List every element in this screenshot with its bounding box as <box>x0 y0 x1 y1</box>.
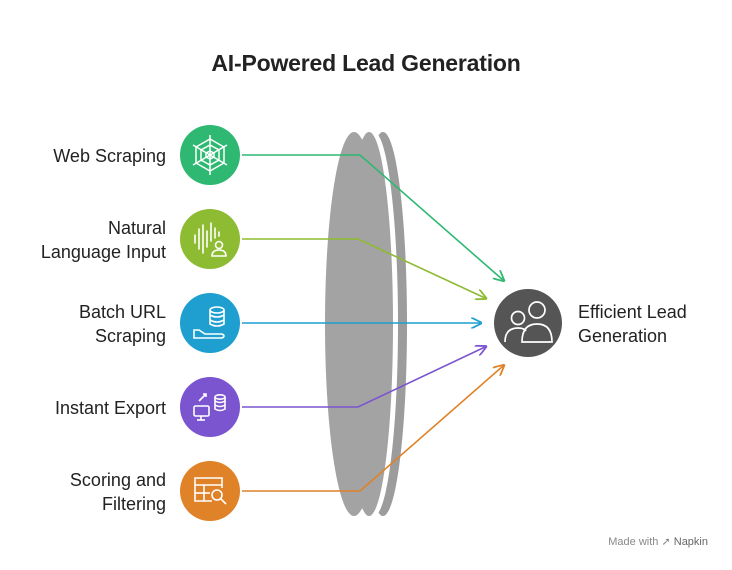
label-line: Language Input <box>40 242 166 262</box>
label-line: Scoring and <box>69 470 166 490</box>
input-node-natural-language <box>180 209 240 269</box>
input-node-instant-export <box>180 377 240 437</box>
input-label-scoring: Scoring and Filtering <box>70 468 166 516</box>
label-line: Instant Export <box>54 398 166 418</box>
connector-web-scraping <box>242 154 503 280</box>
label-line: Generation <box>578 326 668 346</box>
label-line: Filtering <box>101 494 166 514</box>
output-label: Efficient Lead Generation <box>578 300 687 348</box>
database-hand-icon <box>193 306 225 339</box>
input-node-scoring <box>180 461 240 521</box>
footer-brand: Napkin <box>673 536 708 548</box>
team-users-icon <box>504 301 553 343</box>
footer-prefix: Made with <box>608 536 659 548</box>
output-node <box>494 289 562 357</box>
label-line: Web Scraping <box>53 146 166 166</box>
spider-web-icon <box>192 135 228 175</box>
connector-natural-language <box>242 238 485 298</box>
node-circle <box>180 461 240 521</box>
table-search-icon <box>194 477 227 505</box>
voice-user-icon <box>194 222 227 257</box>
node-circle <box>180 209 240 269</box>
node-circle <box>494 289 562 357</box>
input-label-instant-export: Instant Export <box>55 396 166 420</box>
export-computer-icon <box>193 393 226 421</box>
label-line: Scraping <box>94 326 166 346</box>
node-circle <box>180 377 240 437</box>
label-line: Efficient Lead <box>578 302 687 322</box>
input-node-web-scraping <box>180 125 240 185</box>
input-label-web-scraping: Web Scraping <box>53 144 166 168</box>
napkin-logo-icon: ➚ <box>661 536 671 548</box>
napkin-watermark: Made with ➚ Napkin <box>608 535 708 548</box>
connector-scoring <box>242 366 503 492</box>
input-label-batch-url: Batch URL Scraping <box>79 300 166 348</box>
label-line: Natural <box>107 218 166 238</box>
input-node-batch-url <box>180 293 240 353</box>
lens <box>325 132 407 516</box>
lens-front <box>325 132 383 516</box>
label-line: Batch URL <box>78 302 166 322</box>
diagram-title: AI-Powered Lead Generation <box>211 50 521 76</box>
connector-instant-export <box>242 347 485 408</box>
input-label-natural-language: Natural Language Input <box>41 216 166 264</box>
